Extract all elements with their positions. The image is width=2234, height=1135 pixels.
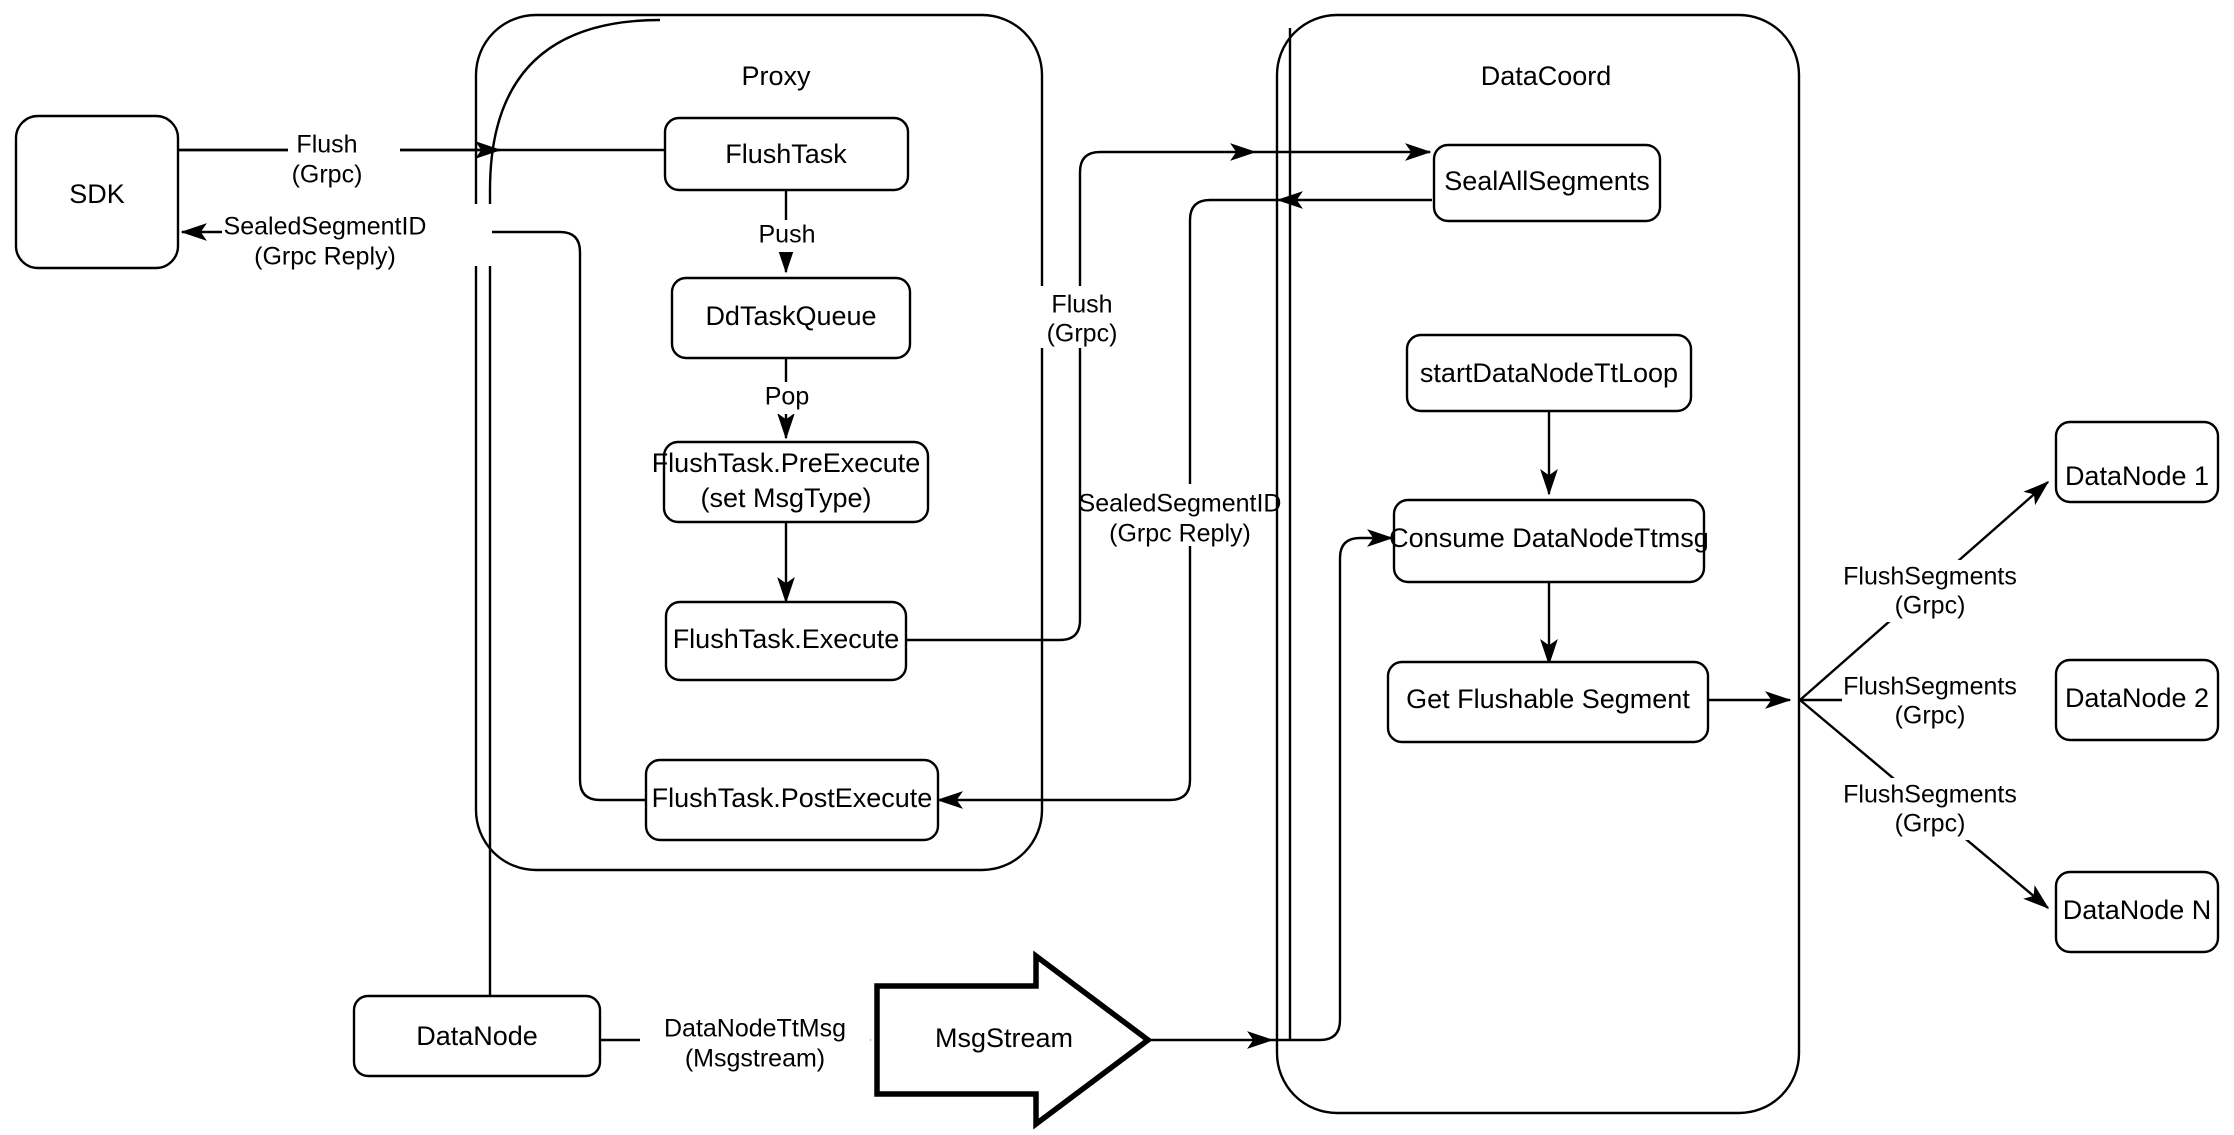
flush-grpc-label-line2: (Grpc)	[292, 161, 363, 189]
label-push: Push	[748, 220, 826, 252]
datanode-n-label: DataNode N	[2063, 895, 2212, 925]
flushsegments-2-label-line2: (Grpc)	[1895, 702, 1966, 730]
sealedsegmentid-coord-label-line1: SealedSegmentID	[1079, 490, 1282, 518]
execute-box[interactable]	[664, 600, 908, 682]
node-msgstream[interactable]: MsgStream	[874, 950, 1153, 1130]
node-sealallsegments[interactable]: SealAllSegments	[1432, 143, 1662, 223]
node-get-flushable-segment[interactable]: Get Flushable Segment	[1386, 660, 1710, 744]
push-label: Push	[759, 221, 816, 249]
label-bg	[222, 204, 492, 266]
label-bg	[1085, 484, 1275, 546]
node-sdk[interactable]: SDK	[14, 114, 180, 270]
proxy-container-label: Proxy	[741, 61, 811, 91]
preexecute-label-line2: (set MsgType)	[700, 483, 871, 513]
postexecute-box[interactable]	[644, 758, 940, 842]
label-bg	[748, 220, 826, 252]
container-datacoord: DataCoord	[1275, 13, 1801, 1115]
node-startdatanodettloop[interactable]: startDataNodeTtLoop	[1405, 333, 1693, 413]
pop-label: Pop	[765, 383, 809, 411]
startdatanodettloop-box[interactable]	[1405, 333, 1693, 413]
flushtask-box[interactable]	[663, 116, 910, 192]
sealedsegmentid-label-line2: (Grpc Reply)	[254, 243, 396, 271]
consume-datanodettmsg-box[interactable]	[1392, 498, 1706, 584]
datanode-1-label: DataNode 1	[2065, 461, 2209, 491]
label-bg	[1842, 778, 2054, 840]
label-pop: Pop	[752, 382, 822, 414]
sealallsegments-label: SealAllSegments	[1444, 166, 1650, 196]
label-bg	[640, 1010, 870, 1072]
datanode-box[interactable]	[352, 994, 602, 1078]
label-bg	[288, 122, 400, 184]
get-flushable-segment-box[interactable]	[1386, 660, 1710, 744]
flushsegments-2-label-line1: FlushSegments	[1843, 673, 2017, 701]
sealallsegments-box[interactable]	[1432, 143, 1662, 223]
datacoord-container-label: DataCoord	[1481, 61, 1612, 91]
edge-msgstream-to-consume	[1272, 529, 1394, 1042]
edge-left-outer-spine	[488, 18, 661, 1000]
sdk-box[interactable]	[14, 114, 180, 270]
datanode-2-label: DataNode 2	[2065, 683, 2209, 713]
datanode-n-box[interactable]	[2054, 870, 2220, 954]
container-proxy: Proxy	[474, 13, 1044, 872]
label-flushsegments-1: FlushSegments (Grpc)	[1842, 560, 2054, 622]
node-datanode[interactable]: DataNode	[352, 994, 602, 1078]
preexecute-label-line1: FlushTask.PreExecute	[652, 448, 921, 478]
get-flushable-segment-label: Get Flushable Segment	[1406, 684, 1690, 714]
datanodettmsg-label-line2: (Msgstream)	[685, 1045, 825, 1073]
datanode-2-box[interactable]	[2054, 658, 2220, 742]
node-datanode-1[interactable]: DataNode 1	[2054, 420, 2220, 504]
node-ddtaskqueue[interactable]: DdTaskQueue	[670, 276, 912, 360]
flushsegments-1-label-line1: FlushSegments	[1843, 563, 2017, 591]
ddtaskqueue-label: DdTaskQueue	[705, 301, 876, 331]
consume-datanodettmsg-label: Consume DataNodeTtmsg	[1389, 523, 1709, 553]
execute-label: FlushTask.Execute	[673, 624, 900, 654]
startdatanodettloop-label: startDataNodeTtLoop	[1420, 358, 1678, 388]
datacoord-container-shape	[1275, 13, 1801, 1115]
datanodettmsg-label-line1: DataNodeTtMsg	[664, 1015, 846, 1043]
label-bg	[1842, 560, 2054, 622]
postexecute-label: FlushTask.PostExecute	[652, 783, 933, 813]
edge-postexecute-to-reply-spine	[500, 230, 646, 802]
node-datanode-2[interactable]: DataNode 2	[2054, 658, 2220, 742]
node-flushtask-postexecute[interactable]: FlushTask.PostExecute	[644, 758, 940, 842]
flush-coord-label-line1: Flush	[1051, 291, 1112, 319]
node-flushtask-preexecute[interactable]: FlushTask.PreExecute (set MsgType)	[652, 440, 930, 524]
sealedsegmentid-label-line1: SealedSegmentID	[224, 213, 427, 241]
msgstream-label: MsgStream	[935, 1023, 1073, 1053]
sealedsegmentid-coord-label-line2: (Grpc Reply)	[1109, 520, 1251, 548]
proxy-container-shape	[474, 13, 1044, 872]
sdk-label: SDK	[69, 179, 125, 209]
edge-execute-to-sealallsegments	[906, 143, 1257, 642]
label-bg	[1030, 286, 1134, 348]
msgstream-arrow-shape[interactable]	[874, 950, 1153, 1130]
label-flushsegments-n: FlushSegments (Grpc)	[1842, 778, 2054, 840]
flushsegments-n-label-line2: (Grpc)	[1895, 810, 1966, 838]
label-sdk-to-proxy: Flush (Grpc)	[288, 122, 400, 189]
label-flushsegments-2: FlushSegments (Grpc)	[1842, 670, 2054, 732]
flushsegments-n-label-line1: FlushSegments	[1843, 781, 2017, 809]
datanode-label: DataNode	[416, 1021, 538, 1051]
label-datanode-ttmsg: DataNodeTtMsg (Msgstream)	[640, 1010, 870, 1073]
ddtaskqueue-box[interactable]	[670, 276, 912, 360]
label-proxy-to-coord: Flush (Grpc)	[1030, 286, 1134, 348]
flush-coord-label-line2: (Grpc)	[1047, 320, 1118, 348]
node-flushtask-execute[interactable]: FlushTask.Execute	[664, 600, 908, 682]
datanode-1-box[interactable]	[2054, 420, 2220, 504]
node-consume-datanodettmsg[interactable]: Consume DataNodeTtmsg	[1389, 498, 1709, 584]
flushtask-label: FlushTask	[725, 139, 847, 169]
preexecute-box[interactable]	[662, 440, 930, 524]
node-datanode-n[interactable]: DataNode N	[2054, 870, 2220, 954]
flush-grpc-label-line1: Flush	[296, 131, 357, 159]
label-proxy-to-sdk: SealedSegmentID (Grpc Reply)	[222, 204, 492, 271]
node-flushtask[interactable]: FlushTask	[663, 116, 910, 192]
label-bg	[1842, 670, 2054, 732]
flushsegments-1-label-line2: (Grpc)	[1895, 592, 1966, 620]
label-coord-to-proxy: SealedSegmentID (Grpc Reply)	[1079, 484, 1282, 548]
label-bg	[752, 382, 822, 414]
